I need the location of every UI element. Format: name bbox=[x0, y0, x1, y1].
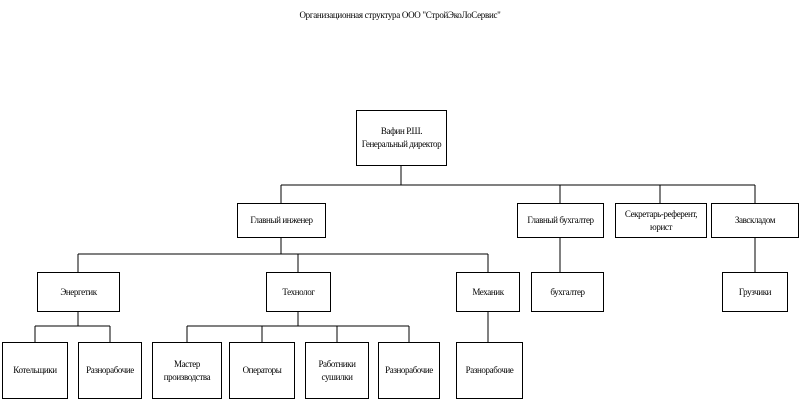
mechanic-box: Механик bbox=[456, 272, 520, 312]
chart-title: Организационная структура ООО "СтройЭкоЛ… bbox=[299, 10, 501, 20]
drying-workers-line1: Работники bbox=[318, 358, 356, 369]
laborers-box-3: Разнорабочие bbox=[456, 342, 523, 399]
laborers-box-2: Разнорабочие bbox=[378, 342, 440, 399]
boiler-operators-box: Котельщики bbox=[2, 342, 68, 399]
drying-workers-line2: сушилки bbox=[321, 371, 353, 382]
operators-box: Операторы bbox=[229, 342, 295, 399]
loaders-box: Грузчики bbox=[722, 272, 788, 312]
director-box: Вафин Р.Ш. Генеральный директор bbox=[356, 110, 447, 166]
drying-workers-box: Работники сушилки bbox=[305, 342, 369, 399]
accountant-box: бухгалтер bbox=[531, 272, 604, 312]
laborers-box-1: Разнорабочие bbox=[78, 342, 142, 399]
power-engineer-box: Энергетик bbox=[37, 272, 120, 312]
chief-engineer-box: Главный инженер bbox=[237, 203, 326, 238]
director-position: Генеральный директор bbox=[361, 139, 442, 149]
secretary-box: Секретарь-референт, юрист bbox=[615, 203, 707, 238]
production-master-box: Мастер производства bbox=[152, 342, 222, 399]
technologist-box: Технолог bbox=[266, 272, 331, 312]
director-name: Вафин Р.Ш. bbox=[380, 126, 423, 136]
chief-accountant-box: Главный бухгалтер bbox=[517, 203, 604, 238]
warehouse-box: Завскладом bbox=[711, 203, 799, 238]
